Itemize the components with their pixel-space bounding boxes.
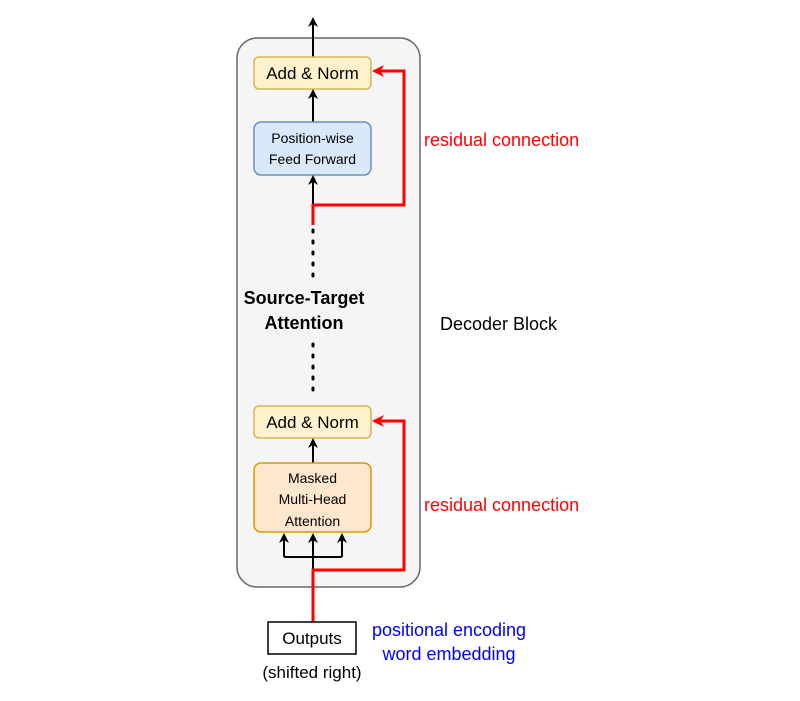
- residual-connection-bottom-label: residual connection: [424, 495, 579, 515]
- residual-connection-top-label: residual connection: [424, 130, 579, 150]
- positional-encoding-label: positional encoding: [372, 620, 526, 640]
- feed-forward-label-line2: Feed Forward: [269, 151, 356, 167]
- masked-attention-label-line2: Multi-Head: [279, 491, 347, 507]
- add-norm-bottom-label: Add & Norm: [266, 413, 359, 432]
- masked-attention-label-line3: Attention: [285, 513, 340, 529]
- source-target-attention-line1: Source-Target: [244, 288, 365, 308]
- shifted-right-label: (shifted right): [262, 663, 361, 682]
- feed-forward-label-line1: Position-wise: [271, 130, 354, 146]
- add-norm-top-label: Add & Norm: [266, 64, 359, 83]
- word-embedding-label: word embedding: [381, 644, 515, 664]
- outputs-box: [267, 621, 357, 655]
- decoder-block-label: Decoder Block: [440, 314, 558, 334]
- masked-attention-label-line1: Masked: [288, 470, 337, 486]
- residual-connection-bottom-line: [311, 415, 406, 622]
- outputs-label: Outputs: [282, 629, 342, 648]
- residual-connection-top-line: [311, 65, 406, 225]
- source-target-attention-line2: Attention: [265, 313, 344, 333]
- masked-multi-head-attention-box: [253, 462, 372, 533]
